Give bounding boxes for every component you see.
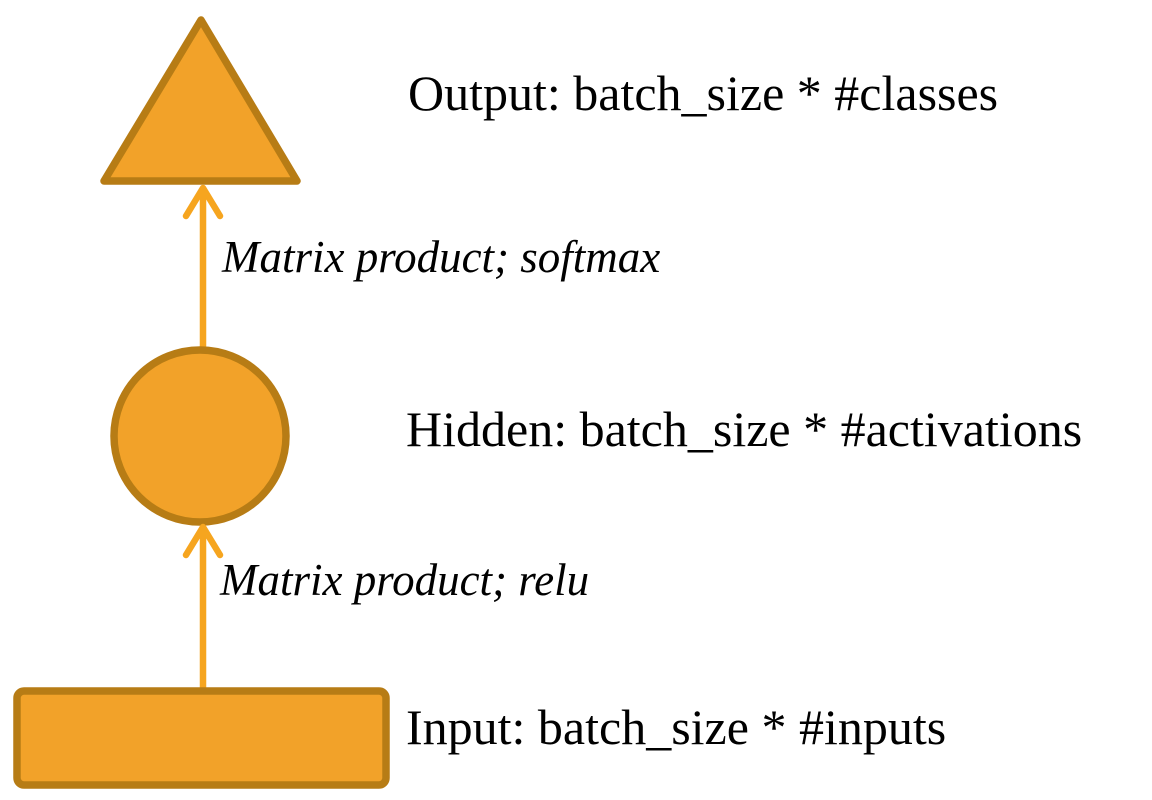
hidden-circle-shape (110, 346, 290, 526)
arrow-relu (182, 523, 224, 694)
input-label: Input: batch_size * #inputs (406, 699, 947, 755)
input-rectangle-shape (13, 687, 390, 789)
edge-label-relu: Matrix product; relu (220, 555, 590, 605)
output-triangle-shape (100, 16, 301, 185)
arrow-softmax (182, 184, 224, 351)
edge-label-softmax: Matrix product; softmax (222, 232, 661, 282)
hidden-label: Hidden: batch_size * #activations (406, 401, 1083, 457)
output-label: Output: batch_size * #classes (408, 65, 999, 121)
